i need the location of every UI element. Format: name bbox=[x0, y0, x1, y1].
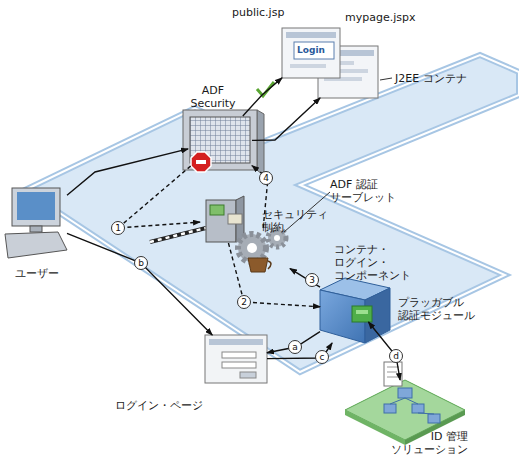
coffee-cup bbox=[248, 258, 268, 272]
form-field bbox=[222, 362, 256, 368]
login-box bbox=[294, 42, 334, 59]
security-gate: ADF Security bbox=[188, 116, 252, 166]
node-label: ADF Security bbox=[184, 84, 242, 110]
module-block bbox=[352, 306, 372, 322]
node-label: セキュリティ 制約 bbox=[262, 208, 332, 234]
page-box: public.jspLogin bbox=[282, 28, 340, 78]
callout-number: a bbox=[288, 340, 302, 354]
ticket bbox=[228, 214, 242, 224]
gear-hub bbox=[274, 235, 280, 241]
dashed-flow-arrow bbox=[118, 166, 200, 228]
module-slot bbox=[356, 310, 368, 314]
document-lines bbox=[387, 367, 399, 377]
container-floor-edge bbox=[25, 55, 519, 372]
directory-box bbox=[398, 388, 412, 398]
login-page-illustration bbox=[205, 335, 267, 383]
monitor bbox=[12, 188, 60, 226]
gear-hub bbox=[247, 243, 257, 253]
security-constraint: セキュリティ 制約 bbox=[200, 198, 245, 243]
login-component-cube: コンテナ・ ログイン・コンポーネントプラッガブル 認証モジュール bbox=[320, 275, 390, 343]
flow-arrow bbox=[243, 78, 282, 116]
page-box: mypage.jspx bbox=[318, 46, 378, 98]
callout-number: 3 bbox=[305, 273, 319, 287]
leader-line bbox=[380, 78, 392, 80]
servlet-gears: ADF 認証 サーブレット bbox=[232, 228, 290, 273]
form-button bbox=[240, 372, 256, 378]
monitor-stand bbox=[30, 226, 42, 232]
flow-arrow bbox=[67, 149, 188, 195]
node-label: mypage.jspx bbox=[345, 11, 415, 24]
login-page: ログイン・ページ bbox=[205, 335, 267, 383]
cup-handle bbox=[268, 261, 271, 269]
barrier-stripes bbox=[150, 228, 206, 242]
flow-arrow bbox=[67, 233, 212, 335]
page-line bbox=[290, 64, 326, 68]
turnstile-panel bbox=[210, 205, 224, 215]
page-header bbox=[209, 339, 263, 345]
check-mark bbox=[257, 82, 274, 96]
page-header bbox=[286, 32, 336, 38]
stop-bar bbox=[196, 160, 206, 164]
flow-arrow bbox=[290, 269, 320, 288]
directory-box bbox=[384, 404, 396, 413]
screen bbox=[17, 192, 55, 220]
id-platform-edge bbox=[345, 410, 405, 445]
node-label: Login bbox=[295, 44, 327, 57]
node-label: ユーザー bbox=[15, 267, 75, 280]
node-label: ADF 認証 サーブレット bbox=[330, 178, 402, 204]
flow-arrow bbox=[252, 98, 320, 140]
barrier-arm bbox=[150, 228, 206, 242]
node-label: ログイン・ページ bbox=[115, 399, 215, 412]
page-illustration bbox=[282, 28, 340, 78]
callout-number: 2 bbox=[237, 295, 251, 309]
node-label: ID 管理 ソリューション bbox=[388, 430, 468, 456]
directory-box bbox=[412, 404, 424, 413]
id-management-platform: ID 管理 ソリューション bbox=[345, 380, 465, 438]
callout-number: 4 bbox=[259, 171, 273, 185]
computer-base bbox=[5, 232, 67, 258]
user-computer: ユーザー bbox=[5, 185, 67, 257]
directory-tree bbox=[390, 398, 434, 414]
credential-document bbox=[384, 362, 402, 386]
callout-number: 1 bbox=[111, 221, 125, 235]
directory-box bbox=[428, 414, 440, 423]
auth-module: プラッガブル 認証モジュール bbox=[352, 306, 372, 322]
node-label: プラッガブル 認証モジュール bbox=[398, 296, 480, 322]
callout-number: b bbox=[134, 256, 148, 270]
node-label: コンテナ・ ログイン・コンポーネント bbox=[334, 243, 394, 282]
gate-side bbox=[257, 110, 264, 176]
callout-number: d bbox=[389, 349, 403, 363]
stop-sign bbox=[191, 152, 211, 172]
node-label: public.jsp bbox=[232, 6, 292, 19]
container-floor bbox=[25, 55, 519, 372]
container-label: J2EE コンテナ bbox=[395, 72, 467, 85]
callout-number: c bbox=[315, 350, 329, 364]
form-field bbox=[222, 352, 256, 358]
